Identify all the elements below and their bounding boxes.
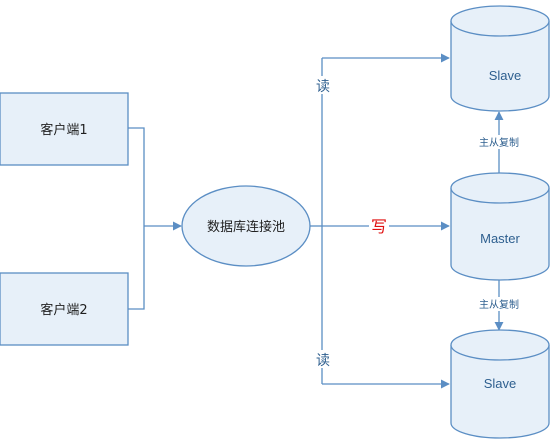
client2-label: 客户端2 xyxy=(40,302,87,318)
slave-bottom-node: Slave xyxy=(450,329,550,439)
client2-node: 客户端2 xyxy=(0,272,129,346)
edge-labels: 读 读 写 主从复制 主从复制 xyxy=(314,76,526,369)
slave-bottom-label: Slave xyxy=(484,376,517,391)
client1-label: 客户端1 xyxy=(40,122,87,138)
client1-node: 客户端1 xyxy=(0,92,129,166)
master-node: Master xyxy=(450,172,550,281)
write-label: 写 xyxy=(371,217,387,236)
read-top-label: 读 xyxy=(316,78,330,95)
master-label: Master xyxy=(480,231,520,246)
pool-node: 数据库连接池 xyxy=(181,185,311,267)
slave-top-label: Slave xyxy=(489,68,522,83)
slave-top-node: Slave xyxy=(450,5,550,112)
client2-connector xyxy=(128,226,145,310)
pool-label: 数据库连接池 xyxy=(207,219,285,235)
client1-connector xyxy=(128,127,145,226)
repl-down-label: 主从复制 xyxy=(479,298,519,311)
read-bottom-label: 读 xyxy=(316,352,330,369)
repl-up-label: 主从复制 xyxy=(479,136,519,149)
